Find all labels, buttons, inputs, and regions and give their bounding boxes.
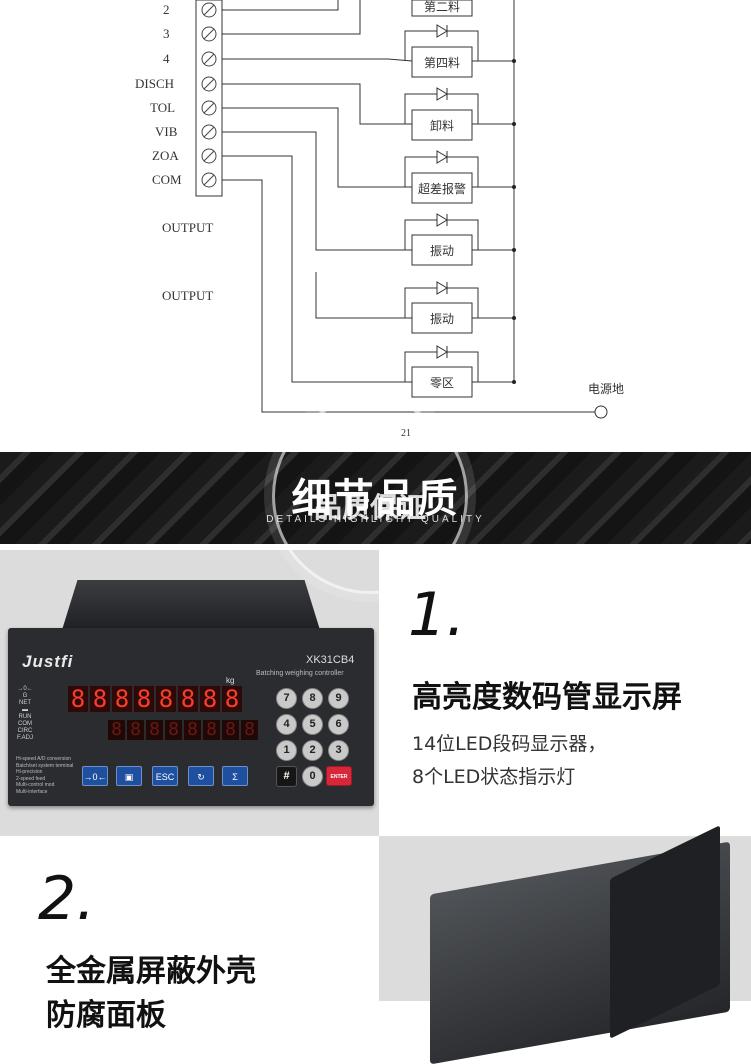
unit-label: kg <box>226 676 235 685</box>
key-2[interactable]: 2 <box>302 740 323 761</box>
key-0[interactable]: 0 <box>302 766 323 787</box>
output-label: OUTPUT <box>162 220 214 235</box>
terminal-label: 4 <box>163 51 170 66</box>
controller-device-image: Justfi XK31CB4 Batching weighing control… <box>8 628 374 806</box>
relay-box-label: 第二料 <box>423 0 460 14</box>
terminal-label: 2 <box>163 2 170 17</box>
section-number: 2. <box>38 864 96 934</box>
watermark-text: 品质保证 <box>313 491 426 524</box>
terminal-label: ZOA <box>152 148 179 163</box>
relay-box-label: 第四料 <box>423 56 460 70</box>
relay-box-label: 零区 <box>429 376 454 390</box>
section-description: 14位LED段码显示器， 8个LED状态指示灯 <box>412 733 607 788</box>
zero-button[interactable]: →0← <box>82 766 108 786</box>
key-1[interactable]: 1 <box>276 740 297 761</box>
relay-box-label: 卸料 <box>429 119 454 133</box>
wiring-diagram-svg <box>195 0 608 419</box>
section-heading: 高亮度数码管显示屏 <box>412 680 682 715</box>
terminal-label: DISCH <box>135 76 175 91</box>
device-model: XK31CB4 <box>306 654 355 666</box>
output-label: OUTPUT <box>162 288 214 303</box>
terminal-label: VIB <box>155 124 178 139</box>
key-9[interactable]: 9 <box>328 688 349 709</box>
device-subtitle: Batching weighing controller <box>256 670 344 677</box>
esc-button[interactable]: ESC <box>152 766 178 786</box>
cycle-button[interactable]: ↻ <box>188 766 214 786</box>
terminal-label: 3 <box>163 26 170 41</box>
key-5[interactable]: 5 <box>302 714 323 735</box>
terminal-label: COM <box>152 172 182 187</box>
section-heading: 全金属屏蔽外壳 <box>46 954 256 989</box>
section-heading: 防腐面板 <box>46 998 166 1033</box>
key-6[interactable]: 6 <box>328 714 349 735</box>
key-hash[interactable]: # <box>276 766 297 787</box>
print-button[interactable]: ▣ <box>116 766 142 786</box>
device-top-cover <box>62 580 320 630</box>
relay-box-label: 振动 <box>429 312 454 326</box>
device-brand: Justfi <box>22 652 74 671</box>
key-4[interactable]: 4 <box>276 714 297 735</box>
key-3[interactable]: 3 <box>328 740 349 761</box>
watermark-seal <box>272 398 468 594</box>
ground-label: 电源地 <box>588 382 625 396</box>
key-7[interactable]: 7 <box>276 688 297 709</box>
wiring-diagram: 2 3 4 DISCH TOL VIB ZOA COM OUTPUT OUTPU… <box>0 0 751 452</box>
relay-box-label: 超差报警 <box>417 182 466 196</box>
key-enter[interactable]: ENTER <box>326 766 352 786</box>
section-number: 1. <box>408 580 466 650</box>
sum-button[interactable]: Σ <box>222 766 248 786</box>
feature-panel-1 <box>379 550 751 836</box>
key-8[interactable]: 8 <box>302 688 323 709</box>
terminal-label: TOL <box>150 100 176 115</box>
relay-box-label: 振动 <box>429 244 454 258</box>
feature-panel-2 <box>0 836 379 1001</box>
